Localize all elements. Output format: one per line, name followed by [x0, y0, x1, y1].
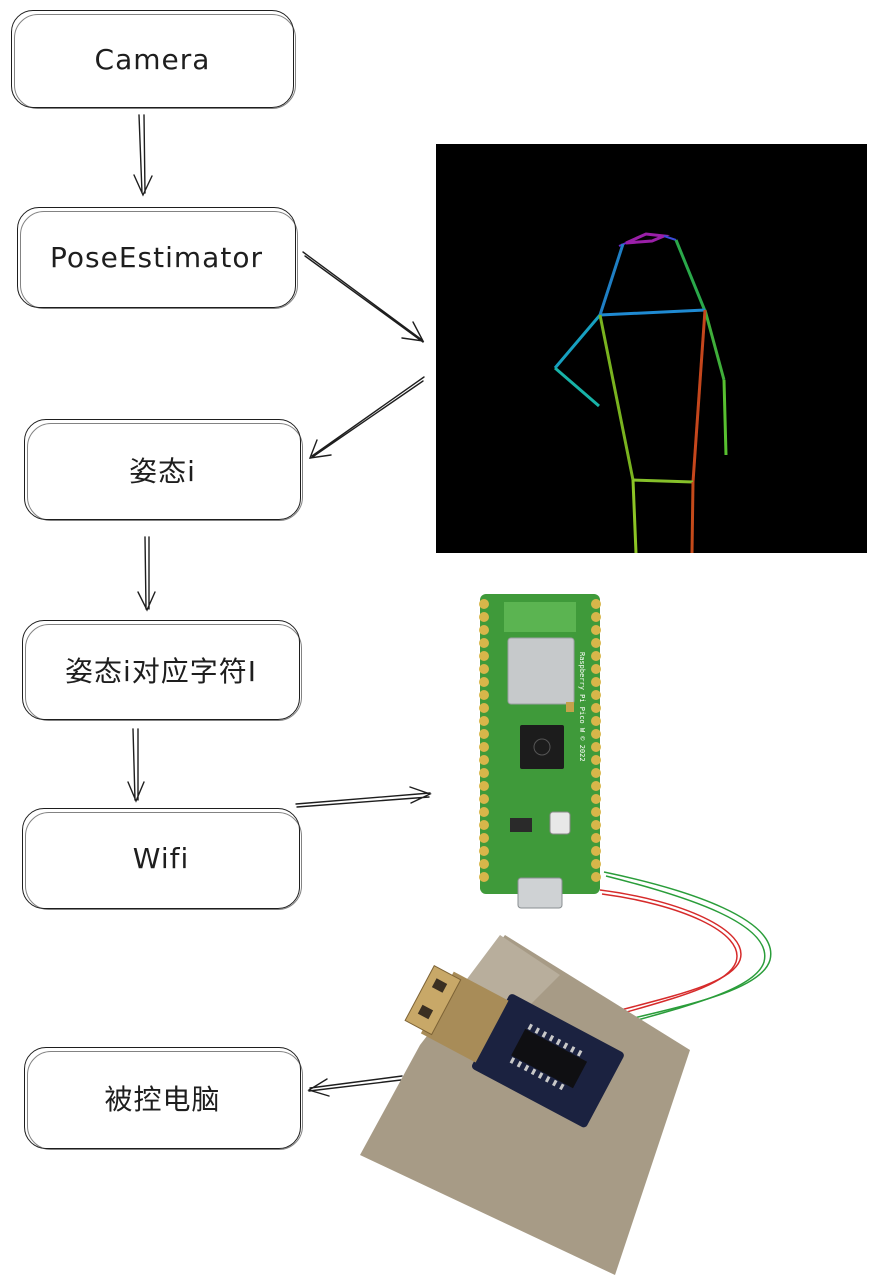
skeleton-left-upper-arm [553, 314, 602, 369]
pose-estimator-label: PoseEstimator [50, 241, 263, 274]
skeleton-right-torso [691, 309, 707, 483]
board-brand-text: Raspberry Pi Pico W © 2022 [578, 652, 586, 762]
pose-char-label: 姿态i对应字符I [64, 655, 258, 688]
arrow-usb-to-pc [307, 1075, 403, 1097]
pose-estimator-node: PoseEstimator [17, 207, 298, 309]
arrow-camera-to-pose [133, 114, 153, 197]
skeleton-left-neck [598, 243, 625, 316]
skeleton-right-leg [690, 481, 695, 553]
pose-i-node: 姿态i [24, 419, 303, 521]
pose-i-label: 姿态i [129, 454, 196, 488]
wire-red-2 [580, 893, 738, 1027]
arrow-char-to-wifi [127, 728, 145, 803]
skeleton-right-forearm [722, 379, 728, 456]
skeleton-ear-right [663, 235, 677, 241]
wifi-node: Wifi [22, 808, 302, 910]
pose-skeleton-image [436, 144, 867, 553]
camera-label: Camera [94, 42, 211, 76]
controlled-pc-node: 被控电脑 [24, 1047, 303, 1150]
skeleton-hips [632, 478, 694, 484]
wire-green-2 [588, 875, 766, 1035]
arrow-image-to-posei [308, 376, 425, 459]
arrow-pose-to-image [302, 251, 425, 343]
skeleton-left-leg [631, 479, 638, 553]
wire-red-1 [580, 889, 742, 1023]
skeleton-right-upper-arm [703, 309, 726, 381]
usb-adapter-photo [360, 935, 690, 1275]
pose-char-node: 姿态i对应字符I [22, 620, 302, 721]
skeleton-right-neck [674, 239, 707, 312]
arrow-wifi-to-board [295, 786, 432, 808]
wifi-label: Wifi [132, 842, 190, 875]
controlled-pc-label: 被控电脑 [104, 1083, 221, 1116]
pico-board-photo: Raspberry Pi Pico W © 2022 [479, 594, 601, 909]
wire-green-1 [584, 871, 772, 1031]
camera-node: Camera [11, 10, 296, 109]
connection-wires [580, 871, 772, 1035]
skeleton-left-forearm [554, 366, 600, 408]
skeleton-shoulders [599, 308, 706, 317]
arrow-posei-to-char [137, 536, 156, 612]
skeleton-left-torso [598, 314, 635, 481]
